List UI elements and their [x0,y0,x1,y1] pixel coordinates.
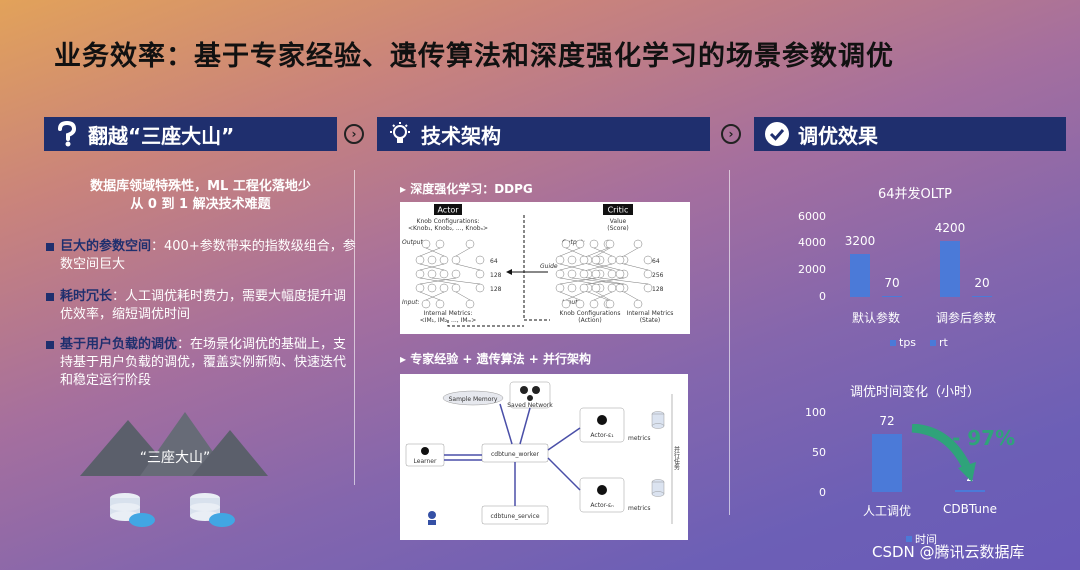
column-divider [354,170,355,485]
svg-text:Actor-ε₁: Actor-ε₁ [590,432,614,439]
watermark: CSDN @腾讯云数据库 [872,543,1025,561]
y-tick: 2000 [798,263,826,276]
y-tick: 0 [819,486,826,499]
svg-text:(Score): (Score) [607,225,629,232]
chart-title-time: 调优时间变化（小时） [849,385,980,400]
svg-text:128: 128 [490,272,502,279]
x-tick-label: CDBTune [943,502,997,516]
svg-text:Output:: Output: [562,239,585,246]
bar-rt [972,296,992,297]
legend-item: 时间 [906,531,937,547]
svg-text:64: 64 [652,258,660,265]
y-tick: 100 [805,406,826,419]
y-tick: 4000 [798,236,826,249]
data-label: 72 [879,414,895,429]
svg-text:(Action): (Action) [578,317,601,324]
chart-time: 100 50 0 72人工调优2CDBTune - 97% [790,406,1050,518]
section-header-label: 技术架构 [421,123,501,148]
bar-rt [882,296,902,297]
question-icon [54,121,80,147]
svg-text:Output:: Output: [402,239,425,246]
check-circle-icon [764,121,790,147]
y-tick: 50 [812,446,826,459]
svg-text:256: 256 [652,272,664,279]
svg-text:metrics: metrics [628,435,650,442]
page-title: 业务效率：基于专家经验、遗传算法和深度强化学习的场景参数调优 [54,41,894,72]
mountain-label: “三座大山” [139,450,211,466]
bar-tps [850,254,870,297]
legend-item: rt [930,336,948,349]
section-header-label: 翻越“三座大山” [88,123,235,148]
y-tick: 6000 [798,210,826,223]
data-label: 70 [884,276,900,290]
bar-时间 [955,490,985,492]
section-header-challenges: 翻越“三座大山” [44,117,337,151]
svg-text:Sample Memory: Sample Memory [449,396,498,403]
chevron-right-icon: › [721,124,741,144]
legend-oltp: tps rt [890,336,948,349]
lightbulb-icon [387,121,413,147]
svg-text:128: 128 [652,286,664,293]
mountains-illustration [80,412,270,530]
svg-text:Internal Metrics: Internal Metrics [627,310,674,317]
actor-label: Actor [437,206,459,215]
svg-text:Value: Value [610,218,627,225]
data-label: 3200 [844,234,876,249]
data-label: 20 [974,276,990,290]
svg-text:Internal Metrics:: Internal Metrics: [424,310,473,317]
svg-text:<IM₁, IM₂, ..., IMₘ>: <IM₁, IM₂, ..., IMₘ> [420,317,477,324]
bar-tps [940,241,960,297]
column-divider [729,170,730,515]
bar-时间 [872,434,902,492]
svg-text:cdbtune_worker: cdbtune_worker [491,451,540,458]
svg-text:Input:: Input: [562,299,580,306]
legend-item: tps [890,336,916,349]
delta-annotation: - 97% [952,426,1016,450]
trend-arrow-icon [911,424,976,482]
svg-text:Input:: Input: [402,299,420,306]
legend-time: 时间 [906,531,937,547]
chevron-right-icon: › [344,124,364,144]
x-tick-label: 默认参数 [851,311,900,325]
intro-text: 数据库领域特殊性，ML 工程化落地少 从 0 到 1 解决技术难题 [90,179,311,212]
svg-text:并行任务: 并行任务 [673,445,680,471]
x-tick-label: 人工调优 [862,504,911,518]
critic-label: Critic [608,206,629,215]
section-header-architecture: 技术架构 [377,117,710,151]
section-header-results: 调优效果 [754,117,1066,151]
database-cloud-icon [190,493,235,527]
bullet-item: 巨大的参数空间：400+参数带来的指数级组合，参数空间巨大 [46,238,356,274]
svg-text:Saved Network: Saved Network [507,402,553,409]
section-header-label: 调优效果 [798,123,878,148]
svg-text:metrics: metrics [628,505,650,512]
subheading-expert: ▸ 专家经验 + 遗传算法 + 并行架构 [400,352,592,366]
svg-text:128: 128 [490,286,502,293]
subheading-ddpg: ▸ 深度强化学习：DDPG [400,182,533,196]
x-tick-label: 调参后参数 [935,311,996,325]
svg-text:Actor-εₙ: Actor-εₙ [590,502,614,509]
svg-text:Knob Configurations:: Knob Configurations: [417,218,480,225]
svg-text:Learner: Learner [414,458,437,465]
svg-text:Knob Configurations: Knob Configurations [560,310,621,317]
bullet-item: 耗时冗长：人工调优耗时费力，需要大幅度提升调优效率，缩短调优时间 [46,288,356,324]
chart-oltp: 6000 4000 2000 0 3200 70 默认参数 4200 20 调参后参数 [790,210,1050,330]
svg-text:cdbtune_service: cdbtune_service [490,513,539,520]
database-cloud-icon [110,493,155,527]
data-label: 4200 [934,221,966,235]
svg-text:64: 64 [490,258,498,265]
architecture-diagram: Sample Memory Saved Network Learner cdbt… [400,374,688,540]
svg-text:Guide: Guide [540,263,558,270]
svg-text:(State): (State) [640,317,661,324]
ddpg-diagram: Actor Critic Knob Configurations: <Knob₁… [400,202,690,334]
y-tick: 0 [819,290,826,303]
chart-title-oltp: 64并发OLTP [877,187,952,202]
svg-text:<Knob₁, Knob₂, ..., Knobₙ>: <Knob₁, Knob₂, ..., Knobₙ> [408,225,488,232]
bullet-item: 基于用户负载的调优：在场景化调优的基础上，支持基于用户负载的调优，覆盖实例新购、… [46,336,356,390]
